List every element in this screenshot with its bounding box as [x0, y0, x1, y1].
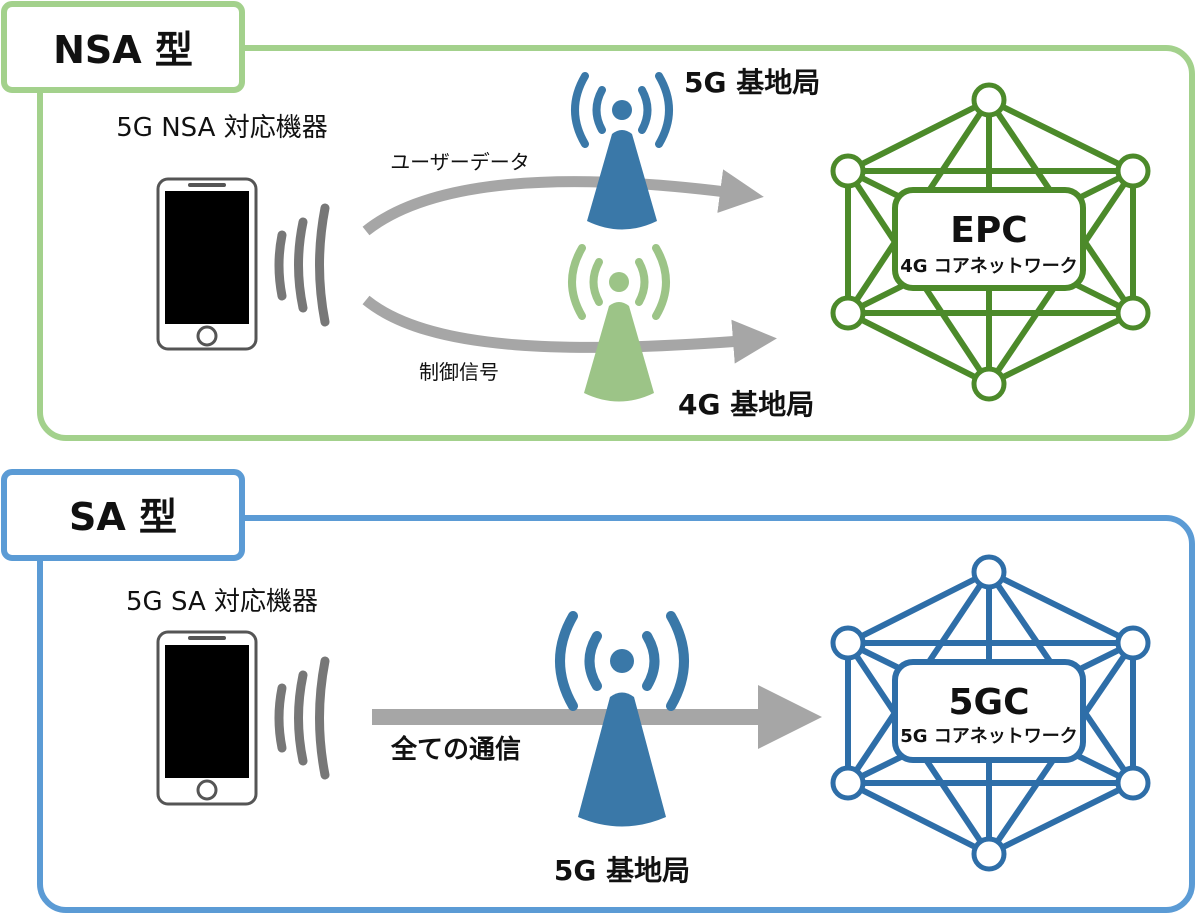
sa-title-box: [1, 469, 245, 561]
nsa-title-box: [1, 1, 245, 93]
signal-waves-icon: [274, 203, 330, 327]
nsa-device-label: 5G NSA 対応機器: [116, 113, 327, 143]
5gc-core-subtitle: 5G コアネットワーク: [900, 726, 1078, 747]
antenna-tower-icon: [568, 244, 670, 402]
user-data-arrow: [362, 169, 764, 236]
smartphone-icon: [156, 177, 258, 351]
nsa-4g-station-label: 4G 基地局: [678, 388, 814, 421]
5gc-core-title: 5GC: [948, 682, 1029, 723]
user-data-label: ユーザーデータ: [390, 150, 530, 174]
network-mesh-icon: [830, 82, 1151, 402]
network-mesh-icon: [830, 554, 1151, 872]
antenna-tower-icon: [555, 611, 689, 827]
nsa-title: NSA 型: [53, 28, 193, 72]
epc-core-title: EPC: [950, 210, 1027, 251]
nsa-5g-station-label: 5G 基地局: [684, 66, 820, 99]
signal-waves-icon: [274, 656, 330, 780]
sa-5g-station-label: 5G 基地局: [554, 854, 690, 887]
sa-section: SA 型 5G SA 対応機器 全ての通信 5G: [1, 469, 1195, 913]
smartphone-icon: [156, 630, 258, 806]
sa-title: SA 型: [69, 495, 177, 539]
control-signal-label: 制御信号: [419, 360, 499, 384]
epc-core-subtitle: 4G コアネットワーク: [900, 256, 1078, 277]
all-communication-label: 全ての通信: [390, 734, 521, 765]
epc-core-box: [892, 187, 1086, 291]
sa-device-label: 5G SA 対応機器: [126, 587, 318, 617]
antenna-tower-icon: [571, 72, 673, 230]
control-signal-arrow: [362, 295, 777, 364]
5gc-core-box: [892, 659, 1086, 763]
nsa-section: NSA 型 5G NSA 対応機器 ユーザーデータ 制御信号: [1, 1, 1195, 441]
